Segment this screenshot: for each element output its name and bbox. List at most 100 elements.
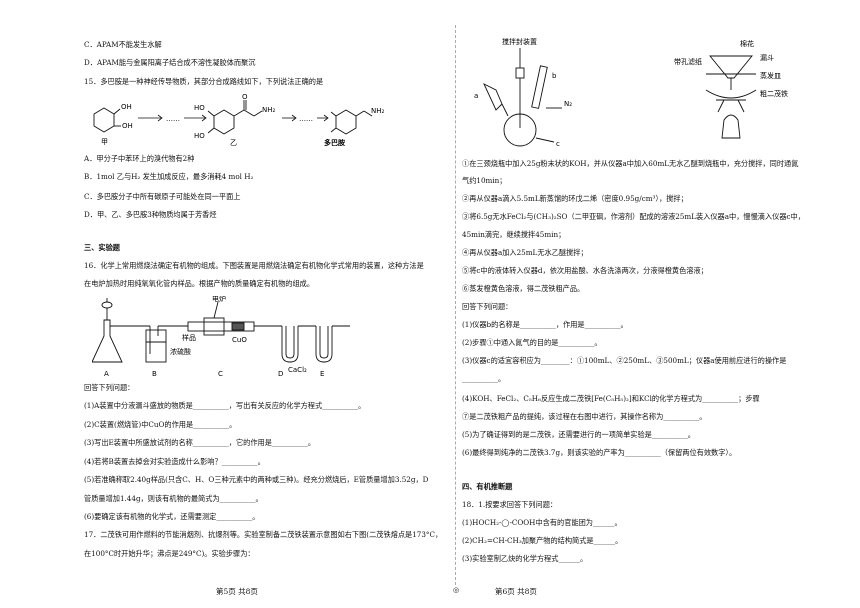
three-neck-flask-c: [503, 113, 537, 147]
q17-part3-line2: __________。: [462, 374, 506, 383]
option-b-15: B．1mol 乙与H₂ 发生加成反应，最多消耗4 mol H₂: [84, 172, 254, 181]
option-d-14: D．APAM能与金属阳离子结合成不溶性凝胶体而聚沉: [84, 58, 256, 67]
step-1-line1: ①在三颈烧瓶中加入25g粉末状的KOH，并从仪器a中加入60mL无水乙醚到烧瓶中…: [462, 159, 799, 168]
q16-part4: (4)若将B装置去掉会对实验造成什么影响？__________。: [84, 457, 265, 466]
svg-text:O: O: [242, 94, 248, 101]
right-page: 搅拌封装置 b a N₂ c 棉花 带孔滤纸 漏斗 蒸发皿 粗二茂铁 ①在三颈烧…: [440, 0, 860, 608]
step-5: ⑤将c中的液体转入仪器d，依次用盐酸、水各洗涤两次，分液得橙黄色溶液；: [462, 266, 708, 275]
u-tube-e: [315, 326, 333, 363]
q17-part1: (1)仪器b的名称是__________，作用是__________。: [462, 320, 628, 329]
page-divider: [455, 25, 456, 585]
dish-label: 蒸发皿: [760, 71, 781, 80]
electric-furnace: [203, 317, 225, 336]
arrow-1: [138, 114, 163, 122]
q18-part3: (3)实验室制乙炔的化学方程式______。: [462, 554, 588, 563]
compound-b-label: 乙: [230, 139, 237, 146]
step-2: ②再从仪器a滴入5.5mL新蒸馏的环戊二烯（密度0.95g/cm³），搅拌；: [462, 194, 688, 203]
combustion-apparatus: 电炉 样品 CuO 浓硫酸 CaCl₂ A B C D E: [92, 296, 350, 378]
dopamine-label: 多巴胺: [324, 138, 345, 146]
section-experiment: 三、实验题: [84, 243, 120, 252]
label-e: E: [320, 370, 324, 378]
answer-prompt-17: 回答下列问题：: [462, 302, 513, 311]
svg-text:HO: HO: [194, 132, 205, 140]
q17-part5: (5)为了确证得到的是二茂铁，还需要进行的一项简单实验是__________。: [462, 430, 695, 439]
cuo-label: CuO: [232, 336, 247, 344]
compound-b-structure: [207, 100, 263, 135]
q18-part1: (1)HOCH₂-◯-COOH中含有的官能团为______。: [462, 518, 622, 527]
q17-part3-line1: (3)仪器c的适宜容积应为________：①100mL、②250mL、③500…: [462, 356, 787, 365]
section-organic: 四、有机推断题: [462, 482, 513, 491]
q17-part2: (2)步骤①中通入氮气的目的是__________。: [462, 338, 602, 347]
question-15: 15．多巴胺是一种神经传导物质，其部分合成路线如下，下列说法正确的是: [84, 77, 324, 86]
step-4: ④再从仪器a加入25mL无水乙醚搅拌；: [462, 248, 588, 257]
ferrocene-apparatus: 搅拌封装置 b a N₂ c 棉花 带孔滤纸 漏斗 蒸发皿 粗二茂铁: [474, 38, 788, 148]
funnel: [709, 55, 753, 79]
q16-part3: (3)写出E装置中所盛放试剂的名称__________，它的作用是_______…: [84, 438, 316, 447]
q17-part6: (6)最终得到纯净的二茂铁3.7g，则该实验的产率为__________（保留两…: [462, 448, 737, 457]
seal-label: 搅拌封装置: [502, 38, 537, 46]
n2-label: N₂: [564, 100, 572, 108]
evaporating-dish: [705, 89, 757, 99]
label-d: D: [278, 370, 283, 378]
svg-text:NH₂: NH₂: [371, 107, 384, 115]
bottle-b: [145, 329, 167, 363]
b-label: b: [552, 72, 557, 80]
q18-part2: (2)CH₂=CH-CH₃加聚产物的结构简式是______。: [462, 536, 623, 545]
dopamine-structure: [330, 109, 373, 135]
a-label: a: [474, 92, 478, 100]
svg-text:……: ……: [166, 115, 180, 123]
binding-ring-icon: ◎: [453, 586, 460, 594]
cacl2-label: CaCl₂: [288, 366, 307, 374]
question-16-line2: 在电炉加热时用纯氧氧化管内样品。根据产物的质量确定有机物的组成。: [84, 279, 315, 288]
question-17-line2: 在100°C时开始升华；沸点是249°C)。实验步骤为：: [84, 549, 255, 558]
crude-label: 粗二茂铁: [760, 89, 788, 98]
label-b: B: [152, 370, 157, 378]
funnel-label: 漏斗: [760, 53, 774, 62]
compound-a-structure: [93, 107, 121, 133]
filter-label: 带孔滤纸: [674, 57, 702, 66]
question-17-line1: 17．二茂铁可用作燃料的节能消烟剂、抗爆剂等。实验室制备二茂铁装置示意图如右下图…: [84, 530, 443, 539]
label-c: C: [218, 370, 223, 378]
sample-label: 样品: [182, 333, 196, 342]
option-c-14: C．APAM不能发生水解: [84, 40, 162, 49]
option-d-15: D．甲、乙、多巴胺3种物质均属于芳香烃: [84, 210, 217, 219]
question-16-line1: 16．化学上常用燃烧法确定有机物的组成。下图装置是用燃烧法确定有机物化学式常用的…: [84, 261, 424, 270]
acid-label: 浓硫酸: [170, 347, 191, 356]
option-a-15: A．甲分子中苯环上的溴代物有2种: [84, 154, 195, 163]
q17-part4-line2: ⑦是二茂铁粗产品的提纯，该过程在右图中进行，其操作名称为__________。: [462, 412, 707, 421]
compound-a-label: 甲: [101, 138, 108, 146]
c-label: c: [556, 140, 560, 148]
q16-part6: (6)要确定该有机物的化学式，还需要测定__________。: [84, 512, 260, 521]
svg-text:OH: OH: [122, 122, 133, 130]
q16-part5-line1: (5)若准确称取2.40g样品(只含C、H、O三种元素中的两种或三种)。经充分燃…: [84, 475, 429, 484]
question-18: 18．1.按要求回答下列问题：: [462, 500, 558, 509]
burner: [721, 114, 741, 139]
q17-part4-line1: (4)KOH、FeCl₂、C₅H₆反应生成二茂铁[Fe(C₅H₅)₂]和KCl的…: [462, 394, 760, 403]
cotton-label: 棉花: [740, 39, 754, 48]
synthesis-scheme: OH OH 甲 …… O NH₂ HO HO 乙 …… NH₂ 多巴胺: [93, 94, 384, 146]
q16-part2: (2)C装置(燃烧管)中CuO的作用是__________。: [84, 420, 237, 429]
arrow-4: [317, 114, 329, 122]
combustion-tube: [187, 321, 255, 332]
answer-prompt-16: 回答下列问题：: [84, 383, 135, 392]
left-page: C．APAM不能发生水解 D．APAM能与金属阳离子结合成不溶性凝胶体而聚沉 1…: [84, 40, 443, 596]
q16-part5-line2: 管质量增加1.44g，则该有机物的最简式为__________。: [84, 494, 263, 503]
u-tube-d: [281, 326, 299, 363]
step-3-line1: ③将6.5g无水FeCl₂与(CH₃)₂SO（二甲亚砜，作溶剂）配成的溶液25m…: [462, 212, 805, 221]
page-footer-left: 第5页 共8页: [216, 587, 258, 596]
q16-part1: (1)A装置中分液漏斗盛放的物质是__________，写出有关反应的化学方程式…: [84, 401, 366, 410]
dropping-funnel-a: [483, 83, 503, 111]
svg-text:OH: OH: [121, 103, 132, 111]
step-3-line2: 45min滴完，继续搅拌45min；: [462, 230, 566, 239]
arrow-3: [282, 114, 297, 122]
page-footer-right: 第6页 共8页: [495, 587, 537, 596]
svg-text:NH₂: NH₂: [262, 106, 276, 114]
label-a: A: [104, 370, 109, 378]
condenser-b: [531, 65, 548, 109]
step-6: ⑥蒸发橙黄色溶液，得二茂铁粗产品。: [462, 284, 585, 293]
svg-text:……: ……: [299, 115, 313, 123]
furnace-label: 电炉: [212, 296, 226, 303]
flask-a: [92, 319, 123, 363]
step-1-line2: 气约10min；: [462, 176, 507, 185]
svg-text:HO: HO: [194, 104, 205, 112]
